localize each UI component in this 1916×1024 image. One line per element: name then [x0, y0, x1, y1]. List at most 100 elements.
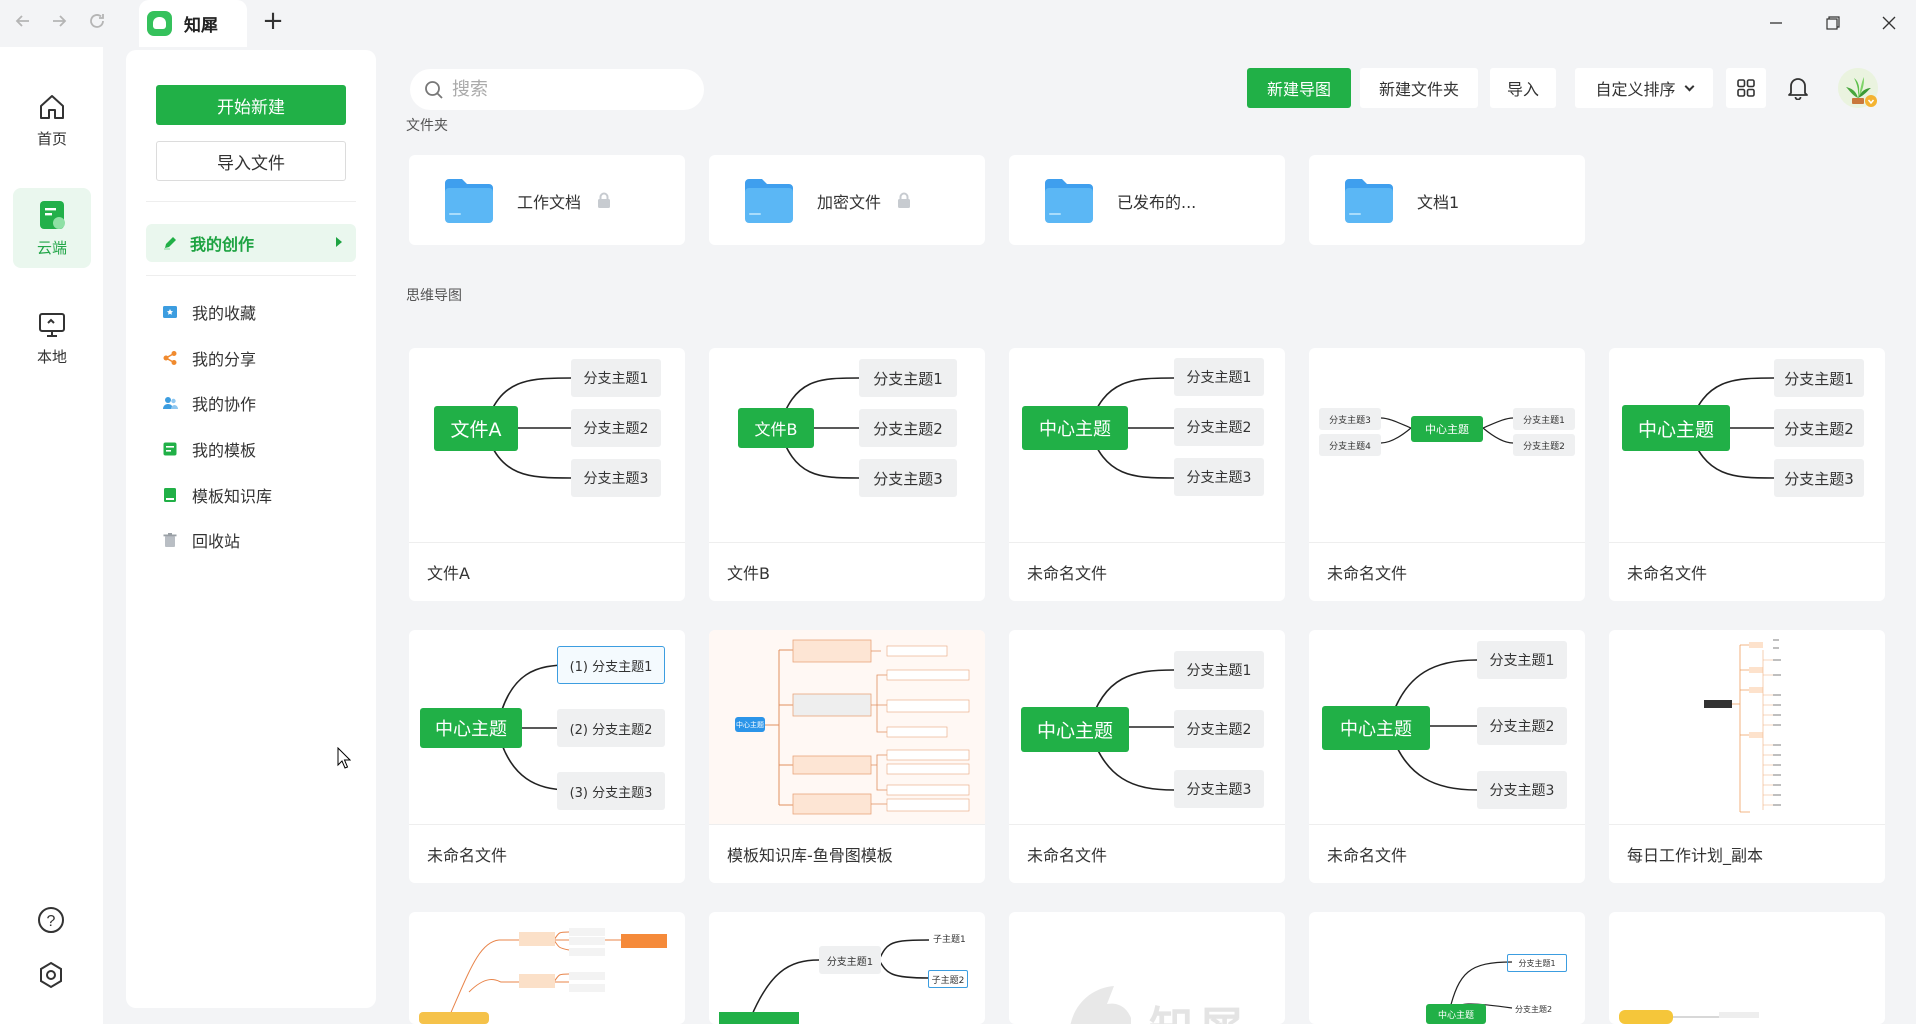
- branch-node: 分支主题3: [1774, 459, 1864, 497]
- mindmap-card[interactable]: 中心主题 分支主题3 分支主题4 分支主题1 分支主题2 未命名文件: [1309, 348, 1585, 601]
- folder-name: 已发布的...: [1117, 193, 1197, 212]
- folder-name: 加密文件: [817, 193, 882, 212]
- mindmap-thumbnail: 中心主题 (1) 分支主题1 (2) 分支主题2 (3) 分支主题3: [409, 630, 685, 825]
- mindmap-card[interactable]: 文件A 分支主题1 分支主题2 分支主题3 文件A: [409, 348, 685, 601]
- rail-item-home[interactable]: 首页: [13, 80, 91, 160]
- nav-item-trash[interactable]: 回收站: [162, 527, 240, 553]
- mindmap-name: 未命名文件: [1627, 564, 1708, 583]
- mindmap-name: 文件B: [727, 564, 770, 583]
- rail-item-local[interactable]: 本地: [13, 298, 91, 378]
- search-input[interactable]: [452, 79, 672, 100]
- notifications-button[interactable]: [1778, 68, 1818, 108]
- grid-view-button[interactable]: [1726, 68, 1766, 108]
- avatar[interactable]: [1838, 68, 1878, 108]
- nav-item-templates[interactable]: 我的模板: [162, 436, 256, 462]
- daily-plan-diagram: [1704, 639, 1781, 813]
- refresh-icon[interactable]: [84, 11, 110, 36]
- search-box[interactable]: [410, 69, 704, 110]
- nav-label: 我的创作: [190, 235, 255, 254]
- chevron-down-icon: [1684, 81, 1694, 91]
- home-icon: [40, 94, 64, 119]
- folder-card[interactable]: 加密文件: [709, 155, 985, 245]
- sub-node-selected: 子主题2: [928, 970, 968, 988]
- close-icon[interactable]: [1876, 10, 1902, 36]
- nav-item-library[interactable]: 模板知识库: [162, 482, 272, 508]
- settings-button[interactable]: [36, 960, 66, 990]
- mindmap-thumbnail: 中心主题 分支主题1 分支主题2 分支主题3: [1009, 348, 1285, 543]
- nav-item-my-creations[interactable]: 我的创作: [146, 224, 356, 262]
- mindmap-name: 文件A: [427, 564, 470, 583]
- folder-name: 工作文档: [517, 193, 582, 212]
- section-title-maps: 思维导图: [406, 288, 462, 304]
- branch-node: 分支主题1: [859, 359, 957, 397]
- forward-icon[interactable]: [46, 11, 72, 36]
- nav-item-collab[interactable]: 我的协作: [162, 390, 256, 416]
- bell-icon: [1788, 78, 1808, 100]
- watermark-text: 知犀: [1149, 992, 1249, 1024]
- center-node: 中心主题: [1411, 416, 1483, 442]
- mindmap-card[interactable]: 中心主题 分支主题1 分支主题2 分支主题3 未命名文件: [1309, 630, 1585, 883]
- nav-label: 我的收藏: [192, 304, 257, 323]
- start-new-button[interactable]: 开始新建: [156, 85, 346, 125]
- app-name: 知犀: [184, 16, 218, 36]
- folder-card[interactable]: 文档1: [1309, 155, 1585, 245]
- new-folder-button[interactable]: 新建文件夹: [1360, 68, 1478, 108]
- branch-node: (3) 分支主题3: [557, 772, 665, 810]
- divider: [146, 275, 356, 276]
- center-node: 中心主题: [420, 708, 522, 748]
- mindmap-card[interactable]: 中心主题 (1) 分支主题1 (2) 分支主题2 (3) 分支主题3 未命名文件: [409, 630, 685, 883]
- restore-icon[interactable]: [1820, 10, 1846, 36]
- rail-item-cloud[interactable]: 云端: [13, 188, 91, 268]
- collab-icon: [163, 397, 178, 409]
- settings-hex-icon: [40, 961, 62, 989]
- pencil-icon: [164, 237, 176, 250]
- mindmap-card[interactable]: [1609, 912, 1885, 1024]
- branch-node: 分支主题3: [1174, 458, 1264, 496]
- branch-node-selected: (1) 分支主题1: [557, 646, 665, 684]
- sub-node: 子主题1: [933, 935, 966, 945]
- main-content: 新建导图 新建文件夹 导入 自定义排序 文件夹 工作文档 加密文件 已发布的..…: [337, 47, 1916, 1024]
- help-icon: ?: [38, 907, 64, 933]
- search-icon: [425, 80, 443, 99]
- mindmap-thumbnail: 文件A 分支主题1 分支主题2 分支主题3: [409, 348, 685, 543]
- minimize-icon[interactable]: [1763, 10, 1789, 36]
- center-node: 中心主题: [1322, 706, 1430, 750]
- mindmap-card[interactable]: 文件B 分支主题1 分支主题2 分支主题3 文件B: [709, 348, 985, 601]
- mindmap-card[interactable]: [409, 912, 685, 1024]
- folder-name: 文档1: [1417, 193, 1460, 212]
- import-button[interactable]: 导入: [1490, 68, 1556, 108]
- mindmap-name: 未命名文件: [1027, 846, 1108, 865]
- new-map-button[interactable]: 新建导图: [1247, 68, 1351, 108]
- nav-item-shares[interactable]: 我的分享: [162, 345, 256, 371]
- mindmap-card[interactable]: 中心主题 分支主题1 分支主题2 分支主题3 未命名文件: [1609, 348, 1885, 601]
- branch-node: 分支主题2: [571, 409, 661, 447]
- mindmap-thumbnail: 中心主题 分支主题1 分支主题2 分支主题3: [1309, 630, 1585, 825]
- import-file-button[interactable]: 导入文件: [156, 141, 346, 181]
- folder-card[interactable]: 已发布的...: [1009, 155, 1285, 245]
- branch-node: 分支主题3: [1477, 771, 1567, 809]
- mindmap-card[interactable]: 中心主题 分支主题1 分支主题2: [1309, 912, 1585, 1024]
- mindmap-card[interactable]: 分支主题1 子主题1 子主题2: [709, 912, 985, 1024]
- mindmap-card[interactable]: 中心主题 模板知识库-鱼骨图模板: [709, 630, 985, 883]
- back-icon[interactable]: [10, 11, 36, 36]
- app-tab[interactable]: 知犀: [139, 0, 247, 47]
- center-node: 中心主题: [1426, 1004, 1486, 1024]
- sort-dropdown[interactable]: 自定义排序: [1575, 68, 1713, 108]
- new-tab-button[interactable]: +: [262, 6, 284, 36]
- nav-item-favorites[interactable]: 我的收藏: [162, 299, 256, 325]
- mindmap-card[interactable]: 每日工作计划_副本: [1609, 630, 1885, 883]
- help-button[interactable]: ?: [36, 905, 66, 935]
- mindmap-card[interactable]: 中心主题 分支主题1 分支主题2 分支主题3 未命名文件: [1009, 348, 1285, 601]
- mindmap-card[interactable]: 中心主题 分支主题1 分支主题2 分支主题3 未命名文件: [1009, 630, 1285, 883]
- folder-icon: [445, 179, 493, 223]
- center-node: 中心主题: [1022, 406, 1128, 450]
- mindmap-card[interactable]: 知犀: [1009, 912, 1285, 1024]
- branch-node: 分支主题1: [1174, 358, 1264, 396]
- mindmap-thumbnail: [1619, 1010, 1759, 1024]
- branch-node: 分支主题1: [571, 359, 661, 397]
- nav-label: 回收站: [192, 532, 241, 551]
- nav-label: 我的模板: [192, 441, 257, 460]
- rhino-watermark-icon: [1070, 986, 1131, 1024]
- folder-card[interactable]: 工作文档: [409, 155, 685, 245]
- mindmap-name: 未命名文件: [1027, 564, 1108, 583]
